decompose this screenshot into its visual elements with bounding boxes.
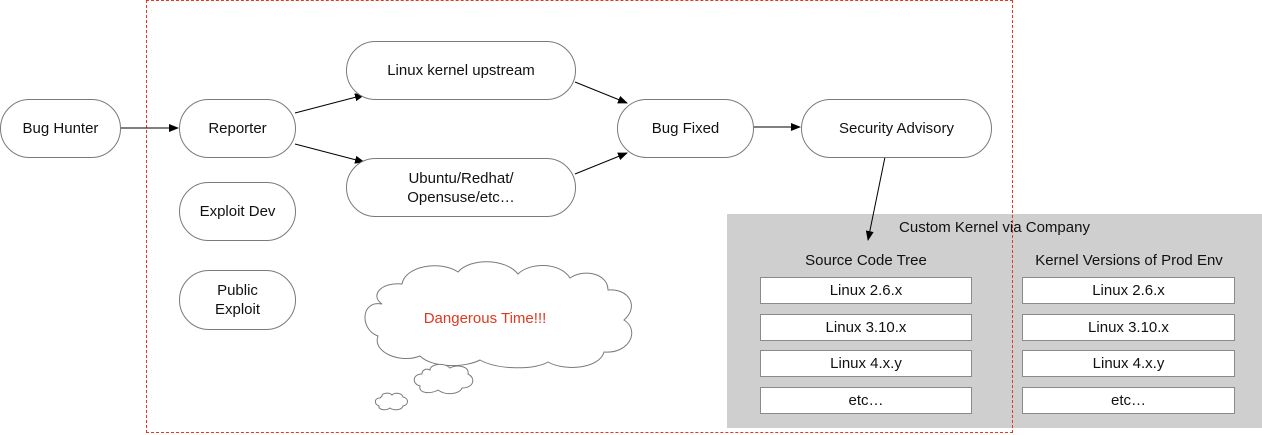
security-advisory-node: Security Advisory <box>801 99 992 158</box>
cloud-bubble-medium <box>413 363 474 395</box>
bug-hunter-label: Bug Hunter <box>22 120 99 137</box>
prod-version-item: Linux 3.10.x <box>1022 314 1235 341</box>
distros-label: Ubuntu/Redhat/ Opensuse/etc… <box>407 169 515 206</box>
cloud-bubble-small <box>374 392 408 411</box>
dangerous-window-frame <box>146 0 1013 433</box>
bug-hunter-node: Bug Hunter <box>0 99 121 158</box>
reporter-node: Reporter <box>179 99 296 158</box>
custom-kernel-title: Custom Kernel via Company <box>899 219 1090 236</box>
distros-node: Ubuntu/Redhat/ Opensuse/etc… <box>346 158 576 217</box>
edge-upstream-bugfixed <box>574 81 628 104</box>
upstream-node: Linux kernel upstream <box>346 41 576 100</box>
prod-version-item: etc… <box>1022 387 1235 414</box>
edge-distros-bugfixed <box>574 152 628 175</box>
edge-reporter-distros <box>294 143 365 164</box>
dangerous-time-text: Dangerous Time!!! <box>423 310 547 327</box>
prod-version-item: Linux 2.6.x <box>1022 277 1235 304</box>
bug-fixed-node: Bug Fixed <box>617 99 754 158</box>
public-exploit-node: Public Exploit <box>179 270 296 330</box>
cloud-shape <box>364 261 633 369</box>
edge-reporter-upstream <box>294 93 365 114</box>
source-version-item: etc… <box>760 387 972 414</box>
prod-version-item: Linux 4.x.y <box>1022 350 1235 377</box>
prod-env-title: Kernel Versions of Prod Env <box>1035 252 1223 269</box>
exploit-dev-label: Exploit Dev <box>199 203 276 220</box>
source-version-item: Linux 4.x.y <box>760 350 972 377</box>
upstream-label: Linux kernel upstream <box>387 62 535 79</box>
reporter-label: Reporter <box>208 120 267 137</box>
public-exploit-label: Public Exploit <box>214 282 261 318</box>
security-advisory-label: Security Advisory <box>838 120 955 137</box>
source-version-item: Linux 3.10.x <box>760 314 972 341</box>
exploit-dev-node: Exploit Dev <box>179 182 296 241</box>
source-version-item: Linux 2.6.x <box>760 277 972 304</box>
bug-fixed-label: Bug Fixed <box>651 120 720 137</box>
source-tree-title: Source Code Tree <box>805 252 927 269</box>
edge-advisory-custom-kernel <box>865 156 886 241</box>
